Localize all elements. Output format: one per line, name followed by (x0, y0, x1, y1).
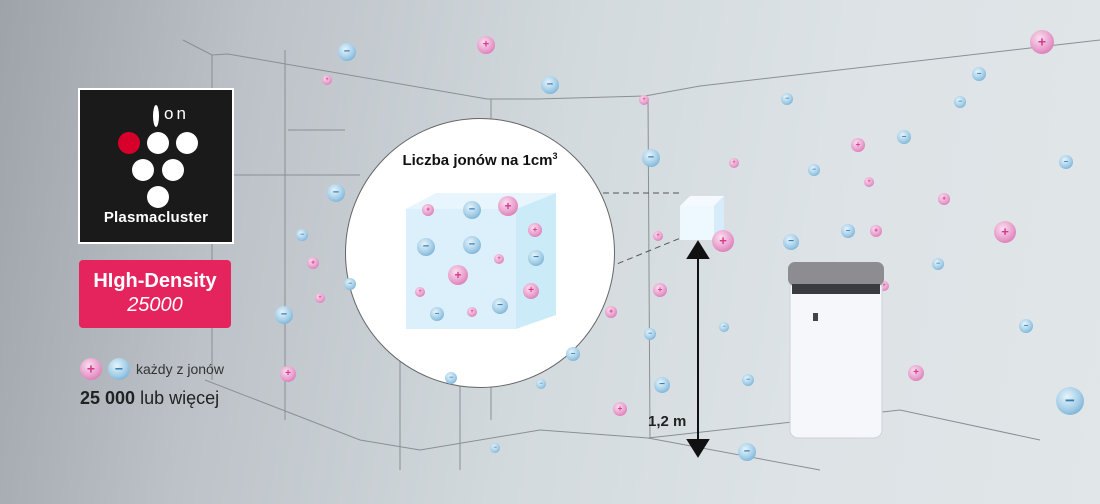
minus-ion-icon: − (327, 184, 345, 202)
minus-ion-icon: − (808, 164, 820, 176)
plus-ion-icon: + (315, 293, 325, 303)
minus-ion-icon: − (738, 443, 756, 461)
plus-ion-icon: + (523, 283, 539, 299)
minus-ion-icon: − (463, 236, 481, 254)
minus-ion-icon: − (932, 258, 944, 270)
minus-ion-icon: − (654, 377, 670, 393)
plus-ion-icon: + (653, 283, 667, 297)
plus-ion-icon: + (908, 365, 924, 381)
minus-ion-icon: − (642, 149, 660, 167)
badge-title: HIgh-Density (93, 270, 217, 292)
plus-ion-icon: + (994, 221, 1016, 243)
ion-cluster-icon (118, 105, 198, 208)
minus-ion-icon: − (430, 307, 444, 321)
height-arrow (686, 240, 710, 458)
plus-ion-icon: + (653, 231, 663, 241)
minus-ion-icon: − (445, 372, 457, 384)
plus-ion-icon: + (639, 95, 649, 105)
plus-ion-icon: + (415, 287, 425, 297)
plus-ion-icon: + (879, 281, 889, 291)
minus-ion-icon: − (1059, 155, 1073, 169)
minus-ion-icon: − (783, 234, 799, 250)
minus-ion-icon: − (719, 322, 729, 332)
plus-ion-icon: + (851, 138, 865, 152)
air-purifier-image (788, 262, 884, 439)
plasmacluster-logo: on Plasmacluster (78, 88, 234, 244)
plus-ion-icon: + (307, 257, 319, 269)
plus-ion-icon: + (467, 307, 477, 317)
plus-ion-icon: + (605, 306, 617, 318)
minus-ion-icon: − (338, 43, 356, 61)
minus-ion-icon: − (1056, 387, 1084, 415)
minus-ion-icon: − (644, 328, 656, 340)
minus-ion-icon: − (841, 224, 855, 238)
plus-ion-icon: + (498, 196, 518, 216)
minus-ion-icon: − (344, 278, 356, 290)
logo-brand: Plasmacluster (103, 209, 209, 226)
plus-ion-icon: + (1030, 30, 1054, 54)
magnifier-title: Liczba jonów na 1cm3 (402, 151, 558, 169)
minus-ion-icon: − (490, 443, 500, 453)
plus-ion-icon: + (280, 366, 296, 382)
minus-ion-icon: − (566, 347, 580, 361)
logo-ion-text: on (164, 104, 189, 123)
plus-ion-icon: + (870, 225, 882, 237)
plus-ion-icon: + (864, 177, 874, 187)
minus-ion-icon: − (1019, 319, 1033, 333)
legend-count: 25 000 lub więcej (80, 388, 220, 408)
minus-ion-icon: − (972, 67, 986, 81)
minus-ion-icon: − (742, 374, 754, 386)
minus-ion-icon: − (541, 76, 559, 94)
plus-ion-icon: + (712, 230, 734, 252)
minus-ion-icon: − (897, 130, 911, 144)
minus-ion-icon: − (296, 229, 308, 241)
plus-ion-icon: + (528, 223, 542, 237)
minus-ion-icon: − (417, 238, 435, 256)
plus-ion-icon: + (613, 402, 627, 416)
height-label: 1,2 m (648, 413, 687, 430)
minus-ion-icon: − (275, 306, 293, 324)
minus-ion-icon: − (492, 298, 508, 314)
plus-ion-icon: + (938, 193, 950, 205)
minus-ion-icon: − (108, 358, 130, 380)
plus-ion-icon: + (448, 265, 468, 285)
plus-ion-icon: + (422, 204, 434, 216)
plus-ion-icon: + (729, 158, 739, 168)
ion-legend: + − każdy z jonów 25 000 lub więcej (80, 358, 224, 409)
legend-each-ion: każdy z jonów (136, 361, 224, 377)
minus-ion-icon: − (781, 93, 793, 105)
high-density-badge: HIgh-Density 25000 (79, 260, 231, 328)
plus-ion-icon: + (80, 358, 102, 380)
plus-ion-icon: + (494, 254, 504, 264)
small-cube (680, 196, 724, 240)
plus-ion-icon: + (477, 36, 495, 54)
plus-ion-icon: + (322, 75, 332, 85)
minus-ion-icon: − (463, 201, 481, 219)
minus-ion-icon: − (536, 379, 546, 389)
minus-ion-icon: − (954, 96, 966, 108)
badge-value: 25000 (127, 294, 183, 316)
minus-ion-icon: − (528, 250, 544, 266)
